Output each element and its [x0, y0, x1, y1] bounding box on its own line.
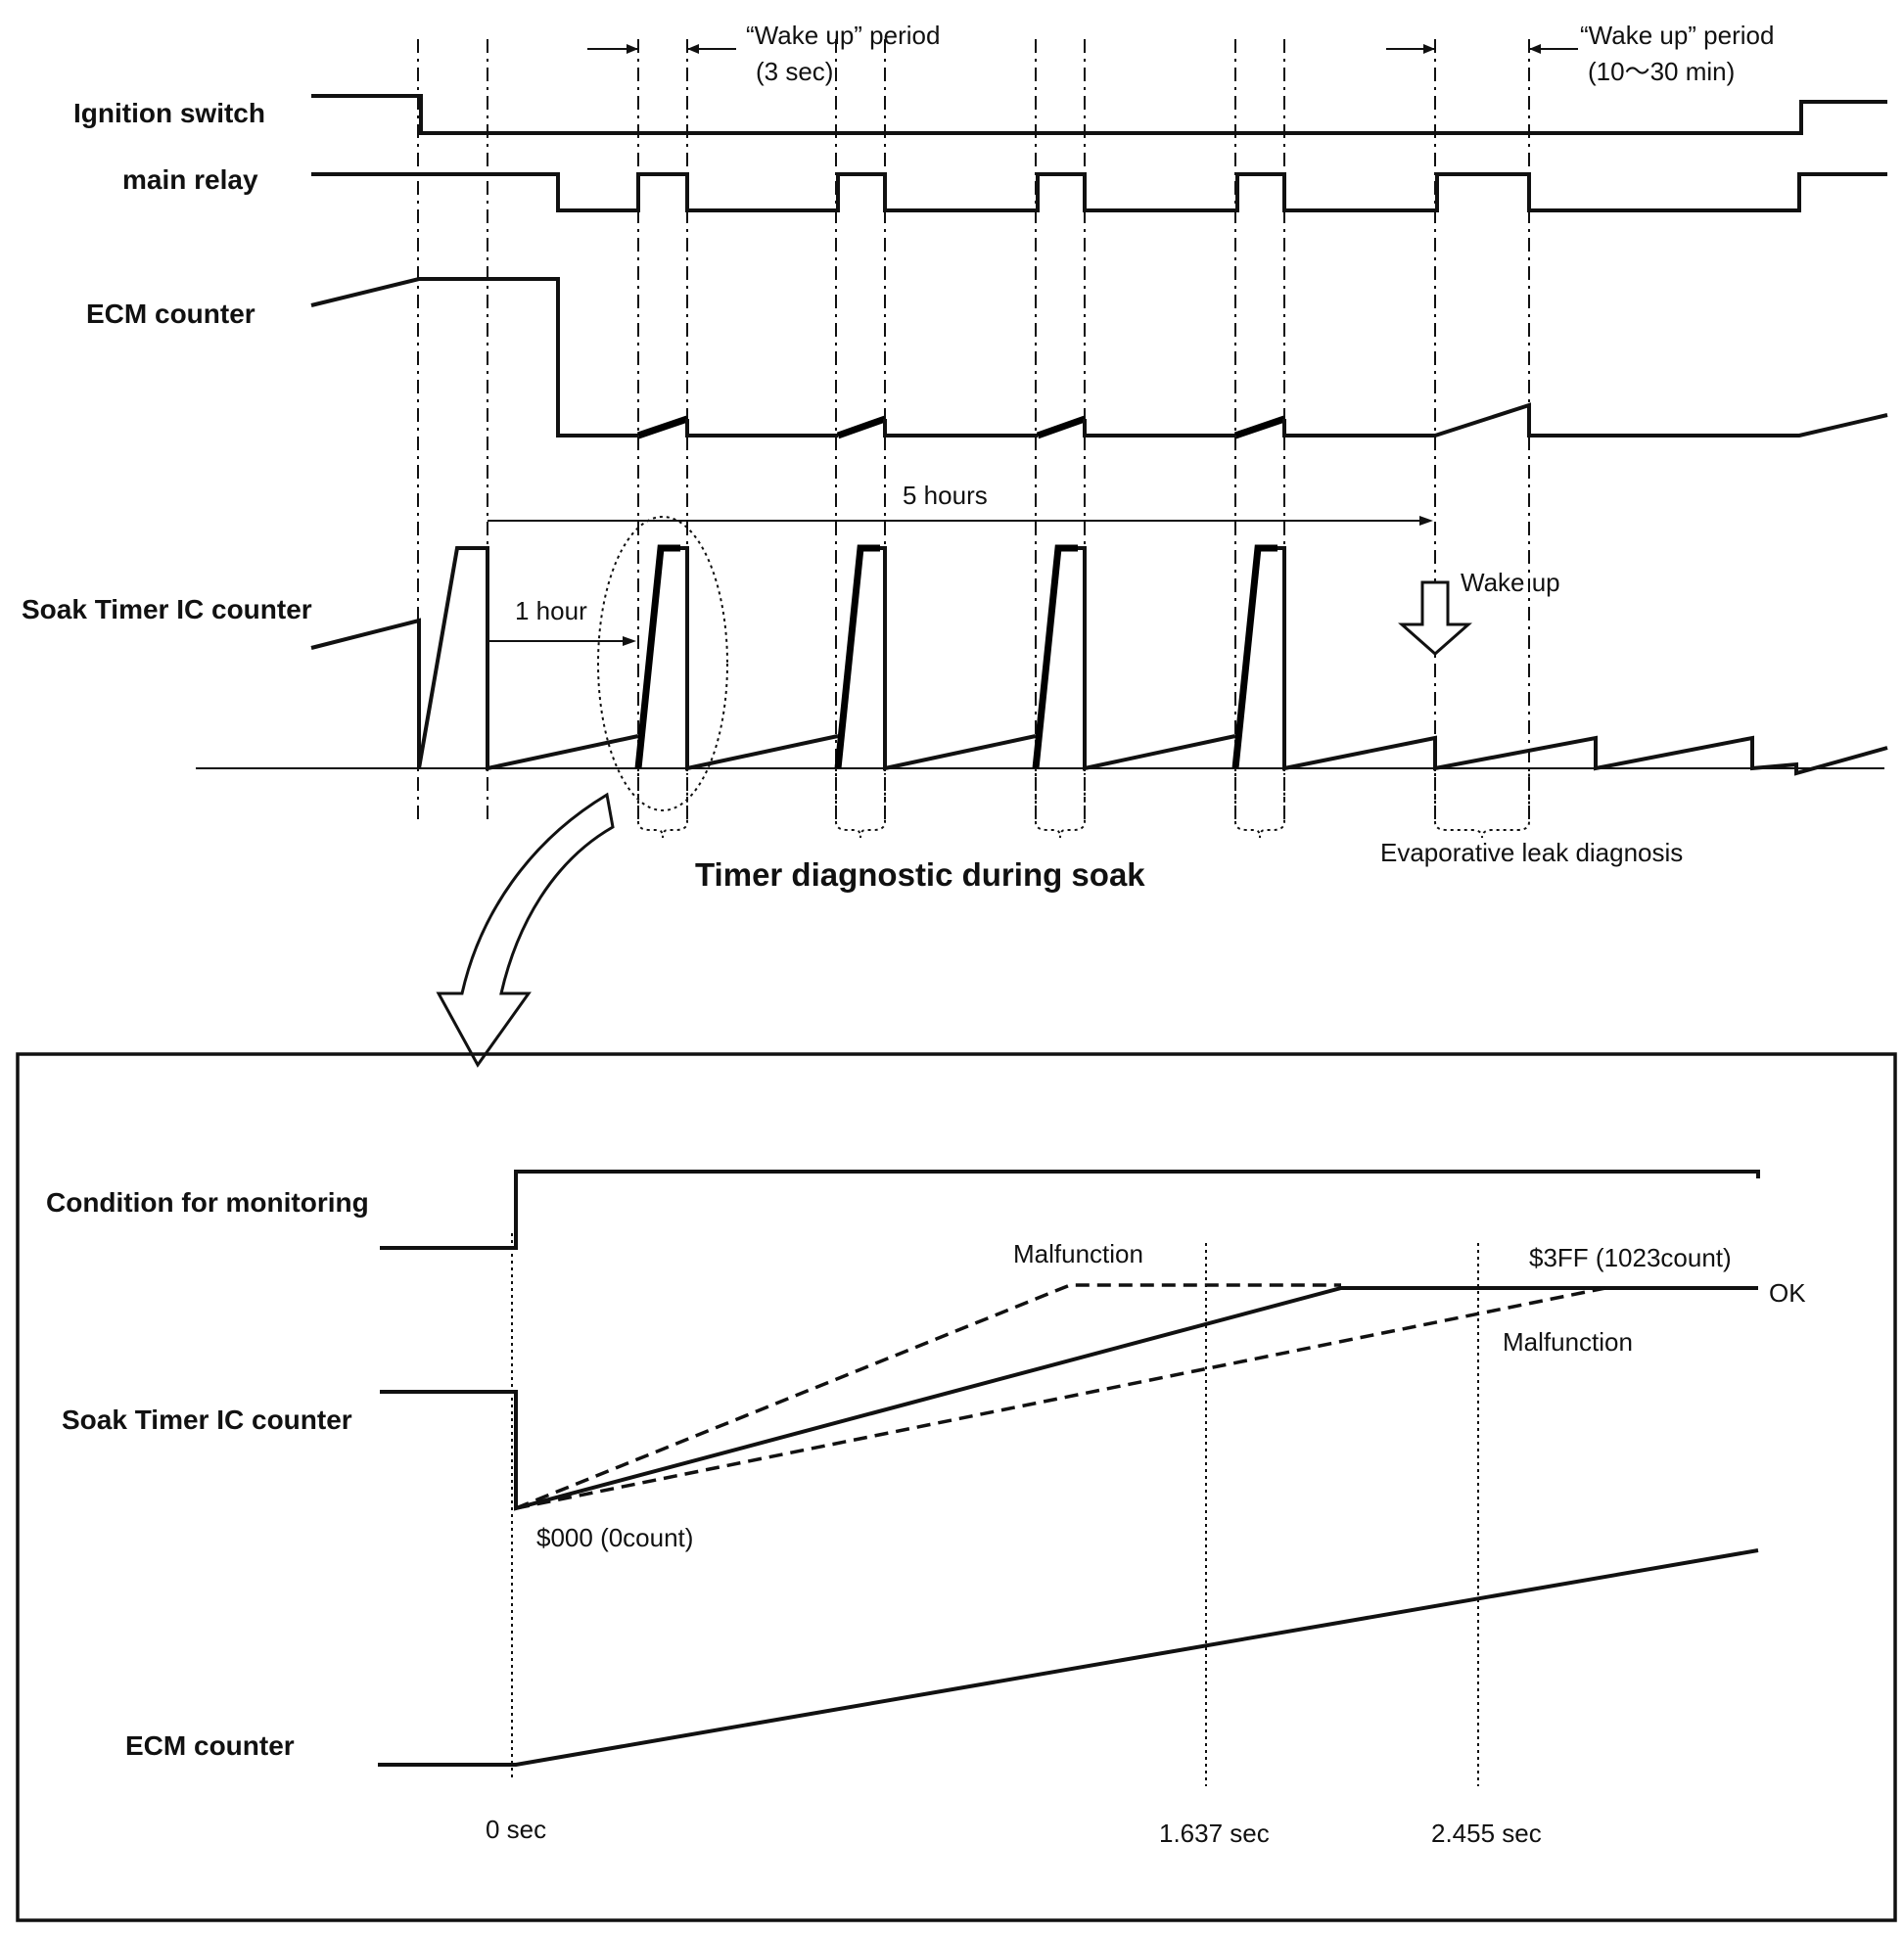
time-2-label: 2.455 sec: [1431, 1819, 1542, 1848]
soak-timer-bottom-label: Soak Timer IC counter: [62, 1405, 352, 1435]
top-guide-lines: [417, 39, 1530, 822]
soak-timer-label: Soak Timer IC counter: [22, 594, 312, 624]
one-hour-span: 1 hour: [488, 596, 636, 646]
five-hours-label: 5 hours: [903, 481, 988, 510]
ignition-switch-signal: [311, 94, 1887, 135]
max-count-label: $3FF (1023count): [1529, 1243, 1732, 1272]
ecm-counter-bottom-signal: [378, 1548, 1759, 1767]
zoom-detail-box: [16, 1052, 1897, 1922]
soak-timer-signal: [310, 544, 1888, 776]
malfunction-lower-label: Malfunction: [1503, 1327, 1633, 1357]
wake-up-short-annotation: “Wake up” period (3 sec): [587, 21, 940, 86]
wake-up-arrow-icon: [1398, 580, 1472, 657]
timer-diagnostic-title: Timer diagnostic during soak: [695, 856, 1145, 893]
main-relay-label: main relay: [122, 164, 258, 195]
soak-timer-malfunction-slow: [515, 1286, 1606, 1510]
five-hours-span: 5 hours: [488, 481, 1433, 526]
wake-up-long-line1: “Wake up” period: [1580, 21, 1774, 50]
ecm-counter-signal: [310, 277, 1888, 439]
evap-leak-label: Evaporative leak diagnosis: [1380, 838, 1683, 867]
wake-up-short-line2: (3 sec): [756, 57, 833, 86]
one-hour-label: 1 hour: [515, 596, 587, 625]
wake-up-long-annotation: “Wake up” period (10～30 min): [1386, 21, 1774, 86]
ok-label: OK: [1769, 1278, 1806, 1308]
ecm-counter-bottom-label: ECM counter: [125, 1730, 295, 1761]
condition-monitoring-signal: [380, 1170, 1760, 1250]
wake-up-label: Wake up: [1461, 568, 1560, 597]
ignition-switch-label: Ignition switch: [73, 98, 265, 128]
main-relay-signal: [311, 172, 1887, 212]
time-0-label: 0 sec: [486, 1815, 546, 1844]
soak-timer-malfunction-fast: [515, 1283, 1341, 1510]
malfunction-upper-label: Malfunction: [1013, 1239, 1143, 1268]
wake-up-long-line2: (10～30 min): [1588, 57, 1735, 86]
top-timing-diagram: Ignition switch main relay ECM counter S…: [22, 21, 1888, 1068]
ecm-counter-label: ECM counter: [86, 299, 255, 329]
min-count-label: $000 (0count): [536, 1523, 693, 1552]
bottom-timing-diagram: Condition for monitoring Soak Timer IC c…: [46, 1170, 1806, 1848]
wake-up-short-line1: “Wake up” period: [746, 21, 940, 50]
zoom-arrow-icon: [436, 792, 615, 1068]
timer-diagnostic-brackets: [637, 773, 1530, 839]
zoom-region-ellipse: [597, 516, 728, 811]
time-1-label: 1.637 sec: [1159, 1819, 1270, 1848]
condition-monitoring-label: Condition for monitoring: [46, 1187, 369, 1218]
